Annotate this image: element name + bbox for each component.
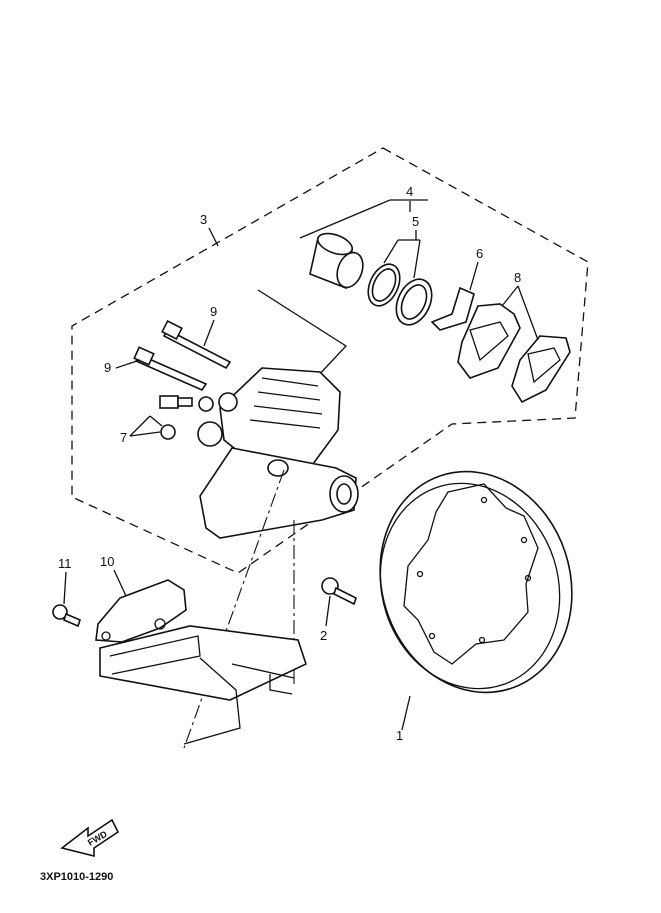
callout-5: 5	[412, 214, 419, 229]
callout-4: 4	[406, 184, 413, 199]
bleed-screw	[149, 395, 193, 440]
callout-2: 2	[320, 628, 327, 643]
brake-pad-outer	[511, 335, 571, 404]
caliper-guard	[95, 579, 187, 643]
callout-10: 10	[100, 554, 114, 569]
caliper-body	[197, 367, 341, 471]
caliper-bolt-lower	[133, 346, 208, 392]
callout-3: 3	[200, 212, 207, 227]
caliper-bolt-upper	[161, 319, 232, 370]
pad-shim	[430, 286, 475, 331]
callout-9-upper: 9	[210, 304, 217, 319]
callout-7: 7	[120, 430, 127, 445]
disc-bolt	[321, 577, 357, 606]
callout-6: 6	[476, 246, 483, 261]
swingarm-mount	[99, 625, 307, 745]
piston-seals	[367, 263, 433, 326]
caliper-assembly-boundary	[71, 147, 589, 574]
forward-arrow-icon: FWD	[60, 818, 120, 858]
guard-bolt	[52, 604, 81, 628]
caliper-bracket	[199, 447, 359, 539]
brake-disc	[379, 470, 573, 694]
brake-pad-inner	[457, 303, 521, 379]
callout-11: 11	[58, 556, 72, 571]
piston	[309, 232, 364, 290]
callout-1: 1	[396, 728, 403, 743]
callout-8: 8	[514, 270, 521, 285]
drawing-code: 3XP1010-1290	[40, 871, 113, 883]
callout-9-lower: 9	[104, 360, 111, 375]
